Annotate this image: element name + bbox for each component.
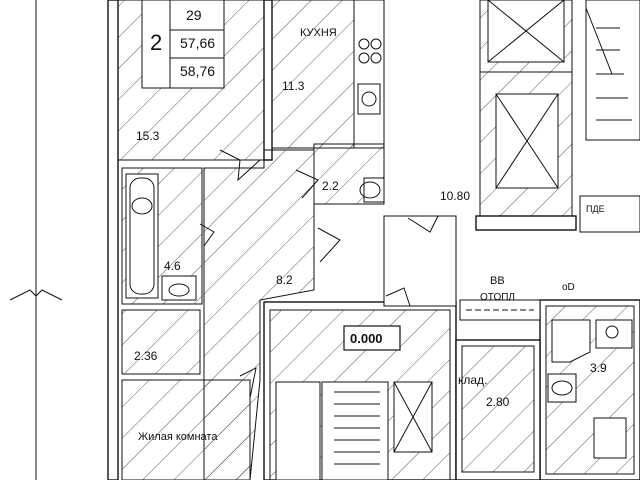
living-room-name: Жилая комната — [138, 431, 218, 443]
apartment-info: 2 29 57,66 58,76 — [150, 7, 215, 79]
od-label: оD — [562, 282, 575, 293]
room-living — [121, 379, 251, 480]
apartment-rooms-count: 2 — [150, 30, 162, 55]
otopl-label: ОТОПЛ — [480, 292, 515, 303]
bath-area: 4.6 — [164, 259, 181, 273]
level-mark: 0.000 — [350, 331, 383, 346]
room-right-bath — [539, 299, 640, 480]
hall-area: 8.2 — [276, 273, 293, 287]
service-box — [579, 195, 640, 233]
apartment-total-area: 58,76 — [180, 63, 215, 79]
corridor — [317, 215, 457, 307]
storage-label: клад. — [458, 373, 487, 387]
room-top-area: 15.3 — [136, 129, 160, 143]
wc-area: 2.2 — [322, 179, 339, 193]
outer-wall-left — [107, 0, 119, 480]
stair-block — [263, 301, 457, 480]
kitchen-name: КУХНЯ — [300, 27, 337, 39]
stair-hall-area: 10.80 — [440, 189, 470, 203]
apartment-living-area: 57,66 — [180, 35, 215, 51]
stair-right — [585, 0, 640, 141]
vv-label: ВВ — [490, 275, 505, 287]
room-balcony — [121, 309, 201, 375]
upr-label: ПДЕ — [586, 204, 605, 214]
right-bath-area: 3.9 — [590, 361, 607, 375]
storage-area: 2.80 — [486, 395, 510, 409]
dimension-line — [9, 0, 63, 480]
room-bath — [121, 167, 203, 305]
balcony-area: 2.36 — [134, 349, 158, 363]
shaft-top — [475, 0, 577, 231]
room-kitchen — [271, 0, 385, 149]
room-storage — [455, 299, 541, 480]
apartment-number: 29 — [186, 7, 202, 23]
room-wc — [313, 143, 385, 205]
kitchen-area: 11.3 — [282, 79, 305, 93]
partition-wall — [263, 0, 273, 161]
room-top-left — [117, 0, 269, 161]
